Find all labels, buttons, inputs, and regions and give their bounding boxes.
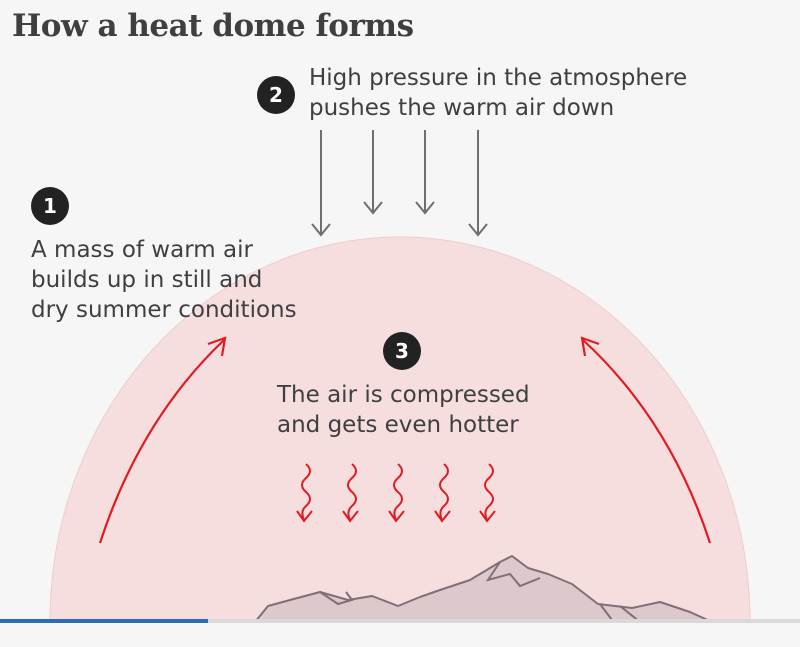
heat-arrow bbox=[388, 463, 405, 523]
step-2-text: High pressure in the atmosphere pushes t… bbox=[309, 63, 687, 123]
step-3-line: and gets even hotter bbox=[277, 412, 519, 438]
step-1-line: A mass of warm air bbox=[31, 237, 253, 263]
pressure-arrow bbox=[363, 130, 383, 215]
heat-arrow bbox=[342, 463, 359, 523]
step-2-line: High pressure in the atmosphere bbox=[309, 65, 688, 91]
step-1-text: A mass of warm air builds up in still an… bbox=[31, 235, 297, 325]
heat-arrow bbox=[434, 463, 451, 523]
pressure-arrow bbox=[311, 130, 331, 237]
heat-arrows bbox=[296, 463, 496, 523]
rising-air-arrow-left bbox=[98, 336, 227, 544]
heat-arrow bbox=[479, 463, 496, 523]
circulation-arrows bbox=[98, 336, 712, 544]
mountains-illustration bbox=[254, 555, 713, 623]
step-2-line: pushes the warm air down bbox=[309, 95, 615, 121]
page-title: How a heat dome forms bbox=[12, 8, 414, 44]
pressure-arrows bbox=[311, 130, 488, 237]
progress-bar-fill bbox=[0, 619, 208, 623]
pressure-arrow bbox=[415, 130, 435, 215]
heat-arrow bbox=[296, 463, 313, 523]
step-1-line: builds up in still and bbox=[31, 267, 263, 293]
pressure-arrow bbox=[468, 130, 488, 237]
step-3-text: The air is compressed and gets even hott… bbox=[277, 380, 530, 440]
step-1-line: dry summer conditions bbox=[31, 297, 297, 323]
progress-bar bbox=[0, 619, 800, 623]
step-2-badge: 2 bbox=[257, 76, 295, 114]
rising-air-arrow-right bbox=[580, 336, 712, 544]
step-1-badge: 1 bbox=[31, 187, 69, 225]
step-3-line: The air is compressed bbox=[277, 382, 530, 408]
step-3-badge: 3 bbox=[383, 332, 421, 370]
heat-dome bbox=[49, 236, 751, 623]
